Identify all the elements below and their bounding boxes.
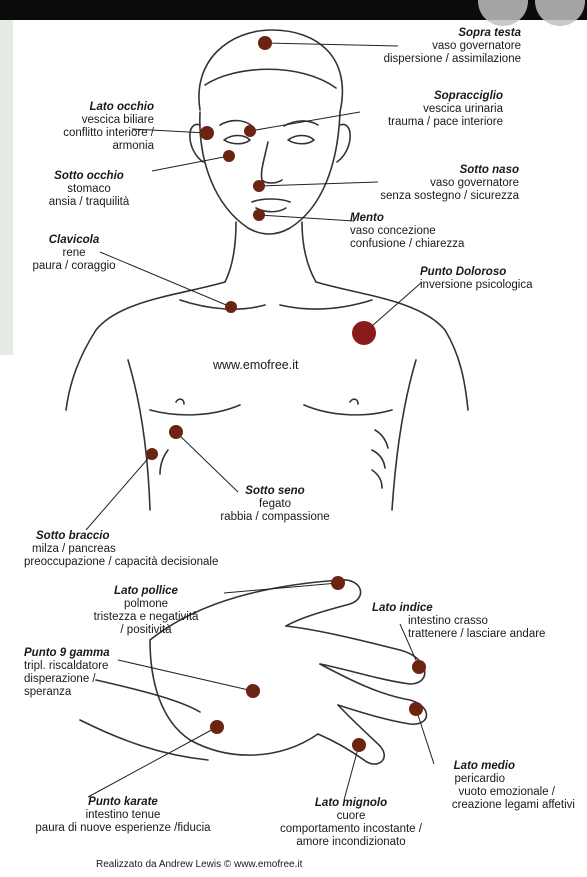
tapping-points [146,36,426,752]
leader-lines [86,43,434,800]
credit-text: Realizzato da Andrew Lewis © www.emofree… [96,859,302,870]
label-mento-line-2: confusione / chiarezza [350,238,464,251]
label-sotto-naso-title: Sotto naso [380,164,519,177]
point-lato-indice [412,660,426,674]
label-sopracciglio: Sopracciglio vescica urinaria trauma / p… [388,90,503,129]
label-punto-doloroso-line-1: inversione psicologica [420,279,533,292]
label-punto-doloroso-title: Punto Doloroso [420,266,533,279]
point-sopracciglio [244,125,256,137]
label-mento-title: Mento [350,212,464,225]
label-sotto-naso: Sotto naso vaso governatore senza sosteg… [380,164,519,203]
label-lato-pollice-title: Lato pollice [68,585,224,598]
point-mento [253,209,265,221]
label-lato-mignolo: Lato mignolo cuore comportamento incosta… [256,797,446,849]
point-lato-medio [409,702,423,716]
label-sopra-testa-line-2: dispersione / assimilazione [384,53,521,66]
label-punto-karate-line-2: paura di nuove esperienze /fiducia [18,822,228,835]
label-sotto-seno-line-1: fegato [210,498,340,511]
label-sotto-naso-line-2: senza sostegno / sicurezza [380,190,519,203]
label-mento: Mento vaso concezione confusione / chiar… [350,212,464,251]
point-sotto-seno [169,425,183,439]
point-sopra-testa [258,36,272,50]
label-sotto-occhio-line-1: stomaco [30,183,148,196]
point-clavicola [225,301,237,313]
label-sopracciglio-title: Sopracciglio [388,90,503,103]
label-sotto-occhio-line-2: ansia / traquilità [30,196,148,209]
point-punto-doloroso [352,321,376,345]
label-lato-pollice: Lato pollice polmone tristezza e negativ… [68,585,224,637]
label-sotto-braccio-line-2: preoccupazione / capacità decisionale [24,556,218,569]
label-lato-pollice-line-2: tristezza e negatività [68,611,224,624]
label-lato-mignolo-line-3: amore incondizionato [256,836,446,849]
label-lato-occhio-line-3: armonia [20,140,154,153]
label-lato-medio-line-3: creazione legami affetivi [452,799,575,812]
point-punto-9-gamma [246,684,260,698]
label-lato-indice-line-2: trattenere / lasciare andare [372,628,545,641]
label-sotto-braccio-line-1: milza / pancreas [24,543,218,556]
point-lato-pollice [331,576,345,590]
point-lato-mignolo [352,738,366,752]
label-lato-medio-line-2: vuoto emozionale / [452,786,575,799]
label-sopra-testa: Sopra testa vaso governatore dispersione… [384,27,521,66]
label-sopra-testa-line-1: vaso governatore [384,40,521,53]
label-sopracciglio-line-1: vescica urinaria [388,103,503,116]
label-lato-medio-title: Lato medio [452,760,575,773]
label-sotto-braccio: Sotto braccio milza / pancreas preoccupa… [24,530,218,569]
label-lato-occhio-title: Lato occhio [20,101,154,114]
label-sopra-testa-title: Sopra testa [384,27,521,40]
label-lato-mignolo-line-1: cuore [256,810,446,823]
point-sotto-braccio [146,448,158,460]
label-punto-karate-line-1: intestino tenue [18,809,228,822]
label-sotto-braccio-title: Sotto braccio [24,530,218,543]
website-text: www.emofree.it [213,358,298,372]
point-lato-occhio [200,126,214,140]
label-sotto-naso-line-1: vaso governatore [380,177,519,190]
label-lato-occhio-line-2: conflitto interiore / [20,127,154,140]
label-punto-9-gamma-title: Punto 9 gamma [24,647,110,660]
label-lato-pollice-line-3: / positività [68,624,224,637]
label-lato-occhio-line-1: vescica biliare [20,114,154,127]
label-sotto-occhio-title: Sotto occhio [30,170,148,183]
point-sotto-occhio [223,150,235,162]
label-punto-9-gamma-line-2: disperazione / [24,673,110,686]
label-lato-occhio: Lato occhio vescica biliare conflitto in… [20,101,154,153]
label-clavicola-title: Clavicola [18,234,130,247]
point-punto-karate [210,720,224,734]
label-punto-karate: Punto karate intestino tenue paura di nu… [18,796,228,835]
label-sotto-seno-line-2: rabbia / compassione [210,511,340,524]
label-sotto-seno: Sotto seno fegato rabbia / compassione [210,485,340,524]
point-sotto-naso [253,180,265,192]
label-punto-doloroso: Punto Doloroso inversione psicologica [420,266,533,292]
label-lato-indice-line-1: intestino crasso [372,615,545,628]
label-mento-line-1: vaso concezione [350,225,464,238]
label-lato-mignolo-title: Lato mignolo [256,797,446,810]
label-sotto-seno-title: Sotto seno [210,485,340,498]
label-sopracciglio-line-2: trauma / pace interiore [388,116,503,129]
label-lato-medio: Lato medio pericardio vuoto emozionale /… [452,760,575,812]
label-lato-pollice-line-1: polmone [68,598,224,611]
label-lato-mignolo-line-2: comportamento incostante / [256,823,446,836]
label-lato-indice-title: Lato indice [372,602,545,615]
label-punto-9-gamma: Punto 9 gamma tripl. riscaldatore disper… [24,647,110,699]
label-punto-9-gamma-line-3: speranza [24,686,110,699]
label-sotto-occhio: Sotto occhio stomaco ansia / traquilità [30,170,148,209]
label-punto-9-gamma-line-1: tripl. riscaldatore [24,660,110,673]
label-clavicola-line-2: paura / coraggio [18,260,130,273]
label-clavicola: Clavicola rene paura / coraggio [18,234,130,273]
label-clavicola-line-1: rene [18,247,130,260]
label-lato-indice: Lato indice intestino crasso trattenere … [372,602,545,641]
label-punto-karate-title: Punto karate [18,796,228,809]
label-lato-medio-line-1: pericardio [452,773,575,786]
